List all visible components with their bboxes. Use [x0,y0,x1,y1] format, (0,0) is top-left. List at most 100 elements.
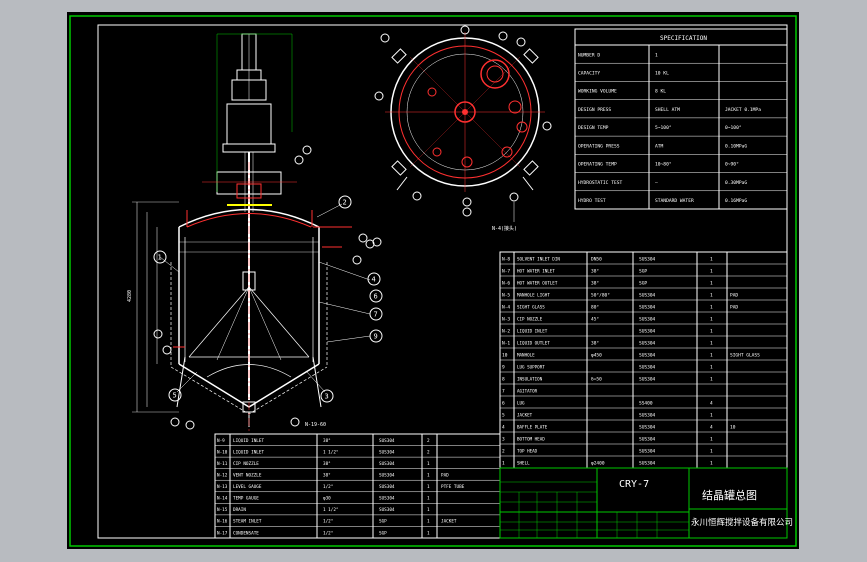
part-note: SIGHT GLASS [730,352,760,358]
part-qty: 1 [710,376,713,382]
part-name: SHELL [517,460,530,465]
left-name: CIP NOZZLE [233,461,259,467]
part-mark: 5 [502,412,505,418]
part-name: INSULATION [517,376,543,381]
part-qty: 1 [710,268,713,274]
part-mark: 10 [502,352,508,358]
callout-label: 1 [158,254,162,262]
spec-shell-value: — [655,181,658,186]
left-material: SUS304 [379,461,395,467]
part-note: PAD [730,292,738,298]
left-size: 1/2° [323,484,333,490]
svg-text:N-4(接头): N-4(接头) [492,225,517,232]
callout-label: 6 [374,293,378,301]
part-material: SUS304 [639,340,656,346]
part-mark: N-8 [502,256,510,262]
part-size: φ450 [591,352,602,358]
part-name: LUG [517,400,525,405]
spec-label: DESIGN PRESS [578,107,611,113]
part-mark: 2 [502,448,505,454]
part-name: BOTTOM HEAD [517,436,545,441]
part-name: HOT WATER INLET [517,268,555,273]
spec-shell-value: STANDARD WATER [655,198,694,204]
part-name: AGITATOR [517,388,538,393]
left-mark: N-12 [217,473,228,479]
left-note: PAD [441,473,449,479]
part-qty: 1 [710,340,713,346]
left-qty: 1 [427,507,430,513]
part-qty: 1 [710,316,713,322]
callout-label: 5 [173,392,177,400]
spec-jacket-value: 0.16MPaG [725,198,747,204]
outer-frame [69,15,797,547]
left-material: SUS304 [379,473,395,479]
part-size: 50°/80° [591,292,610,298]
left-mark: N-13 [217,484,228,490]
left-size: 1 1/2° [323,507,339,513]
part-qty: 4 [710,400,713,406]
cad-drawing-canvas[interactable]: 4280 N-19-60 2 1 4 [67,12,799,549]
vessel-front-view: 4280 N-19-60 [127,33,382,432]
left-size: φ30 [323,496,331,502]
spec-label: HYDROSTATIC TEST [578,180,622,186]
part-mark: 9 [502,364,505,370]
part-mark: N-1 [502,340,510,346]
part-material: SUS304 [639,436,656,442]
part-qty: 1 [710,460,713,466]
part-size: DN50 [591,256,602,262]
part-name: MANHOLE LIGHT [517,292,550,297]
part-qty: 4 [710,424,713,430]
part-material: SUS304 [639,412,656,418]
left-qty: 2 [427,449,430,455]
part-material: SUS304 [639,460,656,466]
spec-jacket-value: 0.30MPaG [725,180,747,186]
part-name: LUG SUPPORT [517,364,545,369]
part-qty: 1 [710,304,713,310]
part-name: TOP HEAD [517,448,538,453]
spec-shell-value: 1 [655,52,658,58]
spec-label: WORKING VOLUME [578,89,617,95]
specification-table: SPECIFICATION [574,28,788,210]
spec-label: NUMBER D [578,52,600,58]
left-material: SUS304 [379,438,395,444]
part-material: SUS304 [639,376,656,382]
part-size: 45° [591,316,599,322]
left-name: LIQUID INLET [233,438,264,444]
part-mark: N-7 [502,268,510,274]
part-name: MANHOLE [517,352,535,357]
spec-jacket-value: JACKET 0.1MPa [725,107,761,113]
left-material: SUS304 [379,496,395,502]
part-mark: N-2 [502,328,510,334]
part-qty: 1 [710,412,713,418]
part-qty: 1 [710,352,713,358]
left-nozzle-table [214,433,501,539]
part-mark: 1 [502,460,505,466]
part-mark: 3 [502,436,505,442]
spec-shell-value: 10 KL [655,71,669,77]
company-name: 永川恒辉搅拌设备有限公司 [691,517,793,528]
callout-label: 3 [325,393,329,401]
left-note: JACKET [441,519,457,525]
left-size: 1/2° [323,530,333,536]
left-qty: 1 [427,519,430,525]
spec-shell-value: 5~100° [655,125,672,131]
svg-text:4280: 4280 [127,290,133,302]
drawing-sheet[interactable]: 4280 N-19-60 2 1 4 [67,12,799,549]
part-note: PAD [730,304,738,310]
left-mark: N-15 [217,507,228,513]
part-material: SUS304 [639,304,656,310]
spec-jacket-value: 0~90° [725,162,739,168]
svg-text:N-19-60: N-19-60 [305,422,326,428]
part-qty: 1 [710,364,713,370]
left-material: SGP [379,519,387,525]
part-callouts: 2 1 4 6 7 9 3 5 [153,195,383,403]
part-material: SGP [639,268,647,274]
left-name: VENT NOZZLE [233,473,262,479]
vessel-plan-view: N-4(接头) [374,25,552,232]
left-mark: N-10 [217,449,228,455]
part-name: JACKET [517,412,533,417]
left-qty: 1 [427,473,430,479]
